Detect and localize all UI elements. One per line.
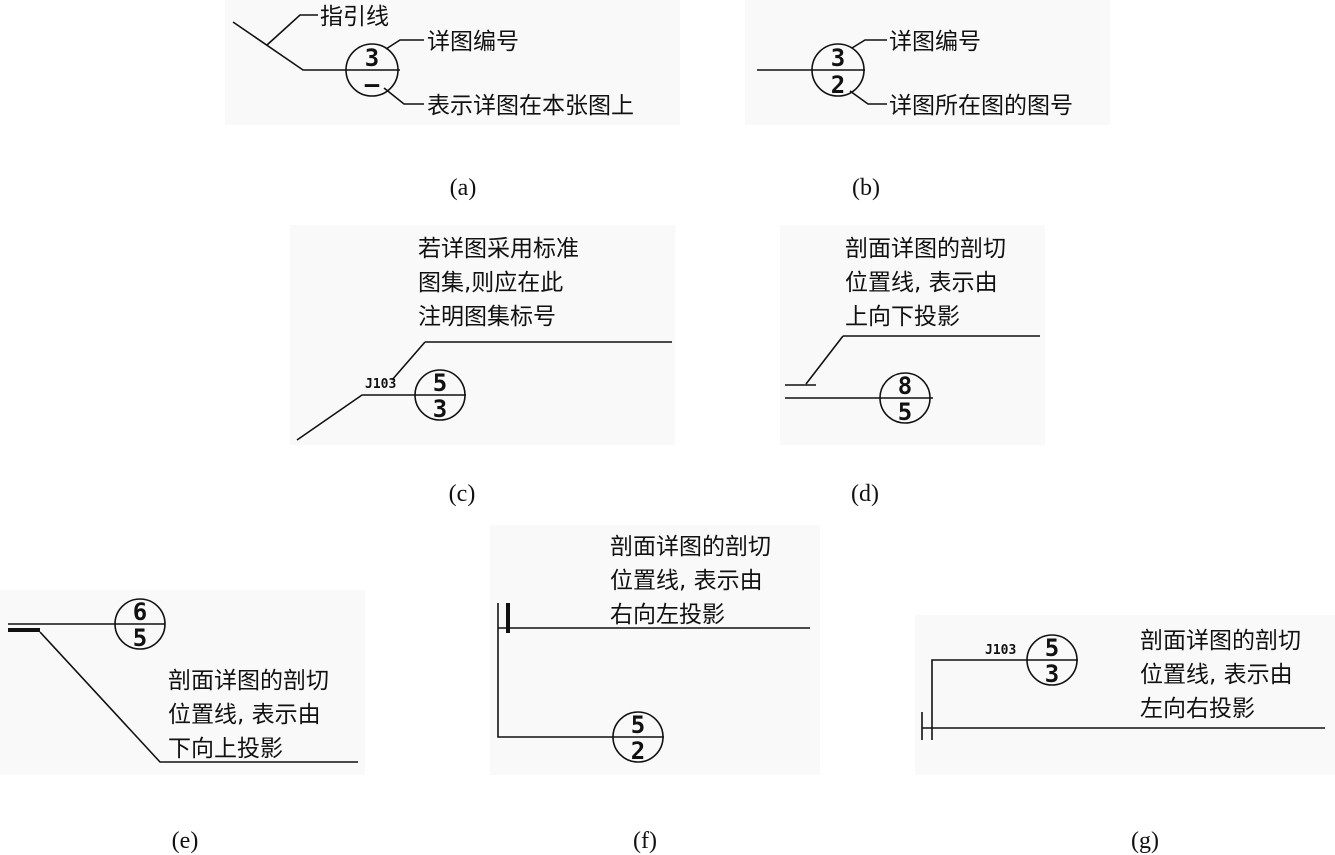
note-line-3: 注明图集标号 — [418, 304, 556, 330]
sheet-label-line — [383, 87, 424, 105]
sheet-label: 表示详图在本张图上 — [427, 93, 634, 119]
atlas-code: J103 — [985, 643, 1016, 658]
panel-b-background — [745, 0, 1110, 125]
leader-line — [296, 394, 466, 441]
index-circle — [811, 43, 865, 97]
index-circle — [414, 369, 466, 421]
panel-c-background — [290, 225, 675, 445]
leader-line — [232, 21, 400, 71]
panel-b: 3 2 详图编号 详图所在图的图号 (b) — [757, 29, 1073, 201]
caption-a: (a) — [450, 175, 477, 201]
panel-c: 若详图采用标准 图集,则应在此 注明图集标号 J103 5 3 (c) — [296, 236, 672, 507]
caption-c: (c) — [449, 481, 476, 507]
number-label-line — [385, 39, 424, 50]
number-label: 详图编号 — [427, 29, 519, 55]
panel-d-background — [780, 225, 1045, 445]
number-label-line — [851, 39, 887, 49]
note-line-2: 位置线, 表示由 — [168, 702, 321, 728]
panel-a: 指引线 3 — 详图编号 表示详图在本张图上 (a) — [232, 4, 634, 201]
detail-number: 3 — [365, 44, 379, 72]
panel-f-background — [490, 525, 820, 775]
caption-b: (b) — [852, 175, 880, 201]
note-line-3: 上向下投影 — [845, 304, 960, 330]
caption-g: (g) — [1131, 828, 1159, 854]
sheet-number: 3 — [433, 395, 447, 423]
note-line-2: 位置线, 表示由 — [1140, 662, 1293, 688]
sheet-number: 5 — [898, 398, 912, 426]
note-line-1: 剖面详图的剖切 — [610, 534, 771, 560]
detail-number: 5 — [631, 711, 645, 739]
index-circle — [612, 711, 664, 763]
note-line-1: 若详图采用标准 — [418, 236, 579, 262]
note-line-2: 图集,则应在此 — [418, 270, 563, 296]
index-circle — [1026, 634, 1078, 686]
sheet-number: 5 — [133, 624, 147, 652]
panel-f: 剖面详图的剖切 位置线, 表示由 右向左投影 5 2 (f) — [497, 534, 810, 854]
leader-label: 指引线 — [320, 4, 389, 30]
note-line-3: 下向上投影 — [168, 736, 283, 762]
note-leader — [805, 335, 844, 385]
panel-e: 6 5 剖面详图的剖切 位置线, 表示由 下向上投影 (e) — [8, 598, 358, 854]
note-leader — [39, 631, 358, 763]
panel-e-background — [0, 590, 365, 775]
note-line-2: 位置线, 表示由 — [845, 270, 998, 296]
sheet-number: 2 — [631, 737, 645, 765]
sheet-number: 3 — [1045, 660, 1059, 688]
detail-number: 5 — [1045, 634, 1059, 662]
note-line-1: 剖面详图的剖切 — [168, 668, 329, 694]
leader-label-line — [266, 14, 318, 46]
caption-d: (d) — [851, 481, 879, 507]
sheet-number: — — [365, 70, 380, 98]
note-line-1: 剖面详图的剖切 — [845, 236, 1006, 262]
caption-e: (e) — [172, 828, 199, 854]
panel-a-background — [225, 0, 680, 125]
index-circle — [114, 598, 166, 650]
panel-g-background — [915, 615, 1335, 775]
leader-line — [931, 659, 1078, 740]
caption-f: (f) — [633, 828, 657, 854]
number-label: 详图编号 — [889, 29, 981, 55]
panel-g: 剖面详图的剖切 位置线, 表示由 左向右投影 J103 5 3 (g) — [921, 628, 1325, 854]
note-line-3: 左向右投影 — [1140, 696, 1255, 722]
leader-line — [497, 603, 664, 738]
detail-number: 5 — [433, 369, 447, 397]
detail-number: 6 — [133, 598, 147, 626]
index-circle — [879, 372, 931, 424]
note-line-1: 剖面详图的剖切 — [1140, 628, 1301, 654]
sheet-label: 详图所在图的图号 — [889, 93, 1073, 119]
atlas-code: J103 — [365, 377, 396, 392]
note-line-3: 右向左投影 — [610, 602, 725, 628]
panel-d: 剖面详图的剖切 位置线, 表示由 上向下投影 8 5 (d) — [785, 236, 1040, 507]
detail-number: 8 — [898, 372, 912, 400]
note-line-2: 位置线, 表示由 — [610, 568, 763, 594]
sheet-label-line — [849, 90, 887, 105]
note-leader — [391, 341, 426, 381]
detail-number: 3 — [831, 44, 845, 72]
sheet-number: 2 — [831, 71, 845, 99]
index-circle — [345, 43, 399, 97]
